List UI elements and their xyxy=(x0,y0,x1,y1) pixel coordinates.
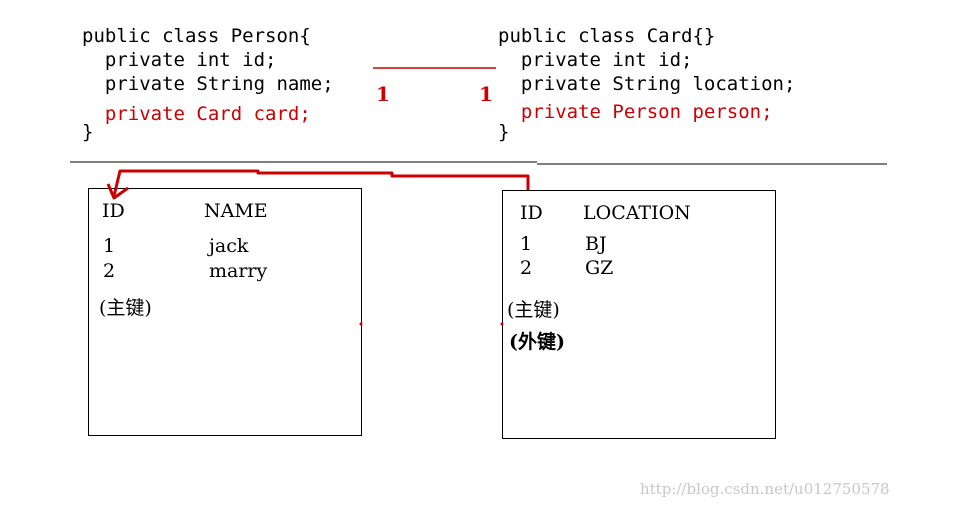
person-primary-key-note: (主键) xyxy=(99,297,152,319)
person-class-line1: public class Person{ xyxy=(82,25,311,47)
person-table: ID NAME 1 jack 2 marry (主键) xyxy=(88,188,362,436)
card-table: ID LOCATION 1 BJ 2 GZ (主键) (外键) xyxy=(502,190,776,439)
card-class-line3: private String location; xyxy=(498,73,796,95)
person-header-name: NAME xyxy=(204,200,268,222)
table-row-cell: GZ xyxy=(585,257,614,279)
table-row-cell: marry xyxy=(209,260,268,282)
table-row-cell: 2 xyxy=(103,260,116,282)
person-class-line3: private String name; xyxy=(82,73,334,95)
card-foreign-key-note: (外键) xyxy=(509,331,565,353)
person-class-line2: private int id; xyxy=(82,49,277,71)
table-row-cell: 2 xyxy=(520,257,533,279)
person-class-line4: private Card card; xyxy=(82,103,311,125)
table-row-cell: 1 xyxy=(103,235,116,257)
watermark-text: http://blog.csdn.net/u012750578 xyxy=(640,480,890,498)
card-header-location: LOCATION xyxy=(583,202,691,224)
card-class-line5: } xyxy=(498,121,510,143)
card-header-id: ID xyxy=(520,202,543,224)
card-class-line1: public class Card{} xyxy=(498,25,716,47)
card-primary-key-note: (主键) xyxy=(507,299,560,321)
table-row-cell: jack xyxy=(209,235,249,257)
card-class-line2: private int id; xyxy=(498,49,693,71)
person-class-line5: } xyxy=(82,121,94,143)
table-row-cell: 1 xyxy=(520,233,533,255)
arrowhead-icon xyxy=(106,183,129,200)
table-row-cell: BJ xyxy=(585,233,607,255)
person-header-id: ID xyxy=(102,200,125,222)
marker-dot xyxy=(500,322,504,326)
foreign-key-arrow-line xyxy=(112,169,530,197)
right-multiplicity: 1 xyxy=(479,82,493,106)
card-class-line4: private Person person; xyxy=(498,101,773,123)
marker-dot xyxy=(359,322,363,326)
left-multiplicity: 1 xyxy=(376,82,390,106)
